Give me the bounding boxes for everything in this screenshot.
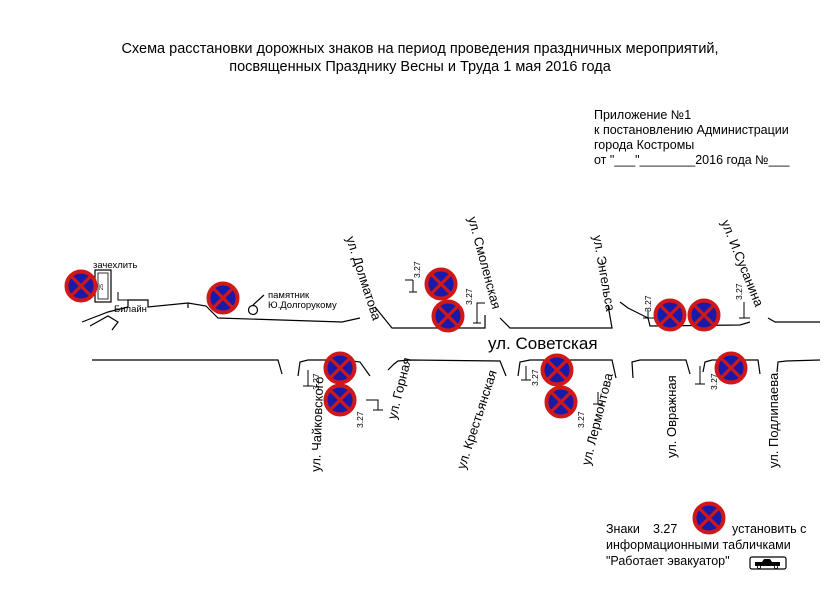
tow-truck-tablet bbox=[749, 556, 787, 570]
no-stopping-icon bbox=[323, 351, 357, 385]
no-stopping-icon bbox=[424, 267, 458, 301]
main-street-label: ул. Советская bbox=[488, 334, 598, 353]
street-label-dolmatova: ул. Долматова bbox=[343, 234, 385, 323]
no-stopping-icon bbox=[206, 281, 240, 315]
legend-no-stopping-icon bbox=[692, 501, 726, 535]
place-labels: зачехлить Билайн памятник Ю.Долгорукому bbox=[93, 260, 337, 315]
no-stopping-icon bbox=[714, 351, 748, 385]
scheme-title-line1: Схема расстановки дорожных знаков на пер… bbox=[121, 41, 719, 57]
sign-code-label: 3.27 bbox=[643, 295, 653, 312]
sign-code-label: 3.27 bbox=[412, 261, 422, 278]
scheme-title-line2: посвященных Празднику Весны и Труда 1 ма… bbox=[229, 59, 611, 75]
no-stopping-icon bbox=[431, 299, 465, 333]
street-label-podlipaeva: ул. Подлипаева bbox=[766, 372, 781, 468]
no-stopping-icon bbox=[323, 383, 357, 417]
sign-posts bbox=[117, 279, 750, 411]
no-stopping-icon bbox=[64, 269, 98, 303]
sign-code-label: 3.27 bbox=[576, 411, 586, 428]
monument-label-line2: Ю.Долгорукому bbox=[268, 300, 337, 311]
annex-line4: от "___"________2016 года №___ bbox=[594, 153, 790, 167]
speed-limit-value: 25 bbox=[99, 284, 105, 290]
sign-code-label: 3.27 bbox=[709, 373, 719, 390]
street-label-engelsa: ул. Энгельса bbox=[590, 234, 618, 313]
annex-line2: к постановлению Администрации bbox=[594, 123, 789, 137]
sign-code-label: 3.27 bbox=[464, 288, 474, 305]
annex-line3: города Костромы bbox=[594, 138, 695, 152]
no-stopping-icon bbox=[544, 385, 578, 419]
no-stopping-icon bbox=[687, 298, 721, 332]
no-stopping-icon bbox=[653, 298, 687, 332]
street-label-ovrazhnaya: ул. Овражная bbox=[664, 375, 679, 458]
street-label-chaikovskogo: ул. Чайковского bbox=[308, 376, 326, 472]
sign-code-label: 3.27 bbox=[311, 373, 321, 390]
street-label-krestyanskaya: ул. Крестьянская bbox=[454, 368, 500, 471]
tow-truck-icon bbox=[755, 559, 780, 566]
legend-line3: "Работает эвакуатор" bbox=[606, 554, 730, 568]
no-stopping-icon bbox=[540, 353, 574, 387]
beeline-label: Билайн bbox=[114, 304, 147, 315]
legend-sign-code: 3.27 bbox=[653, 522, 678, 536]
legend-line2: информационными табличками bbox=[606, 538, 791, 552]
legend-install-label: установить с bbox=[732, 522, 807, 536]
legend-signs-label: Знаки bbox=[606, 522, 640, 536]
sign-code-label: 3.27 bbox=[530, 369, 540, 386]
sign-code-label: 3.27 bbox=[355, 411, 365, 428]
cover-label: зачехлить bbox=[93, 260, 137, 271]
sign-code-label: 3.27 bbox=[734, 283, 744, 300]
sign-code-labels: 3.27 3.27 3.27 3.27 3.27 3.27 3.27 3.27 … bbox=[311, 261, 744, 428]
annex-line1: Приложение №1 bbox=[594, 108, 692, 122]
monument-label-line1: памятник bbox=[268, 290, 310, 301]
street-label-gornaya: ул. Горная bbox=[384, 356, 414, 421]
